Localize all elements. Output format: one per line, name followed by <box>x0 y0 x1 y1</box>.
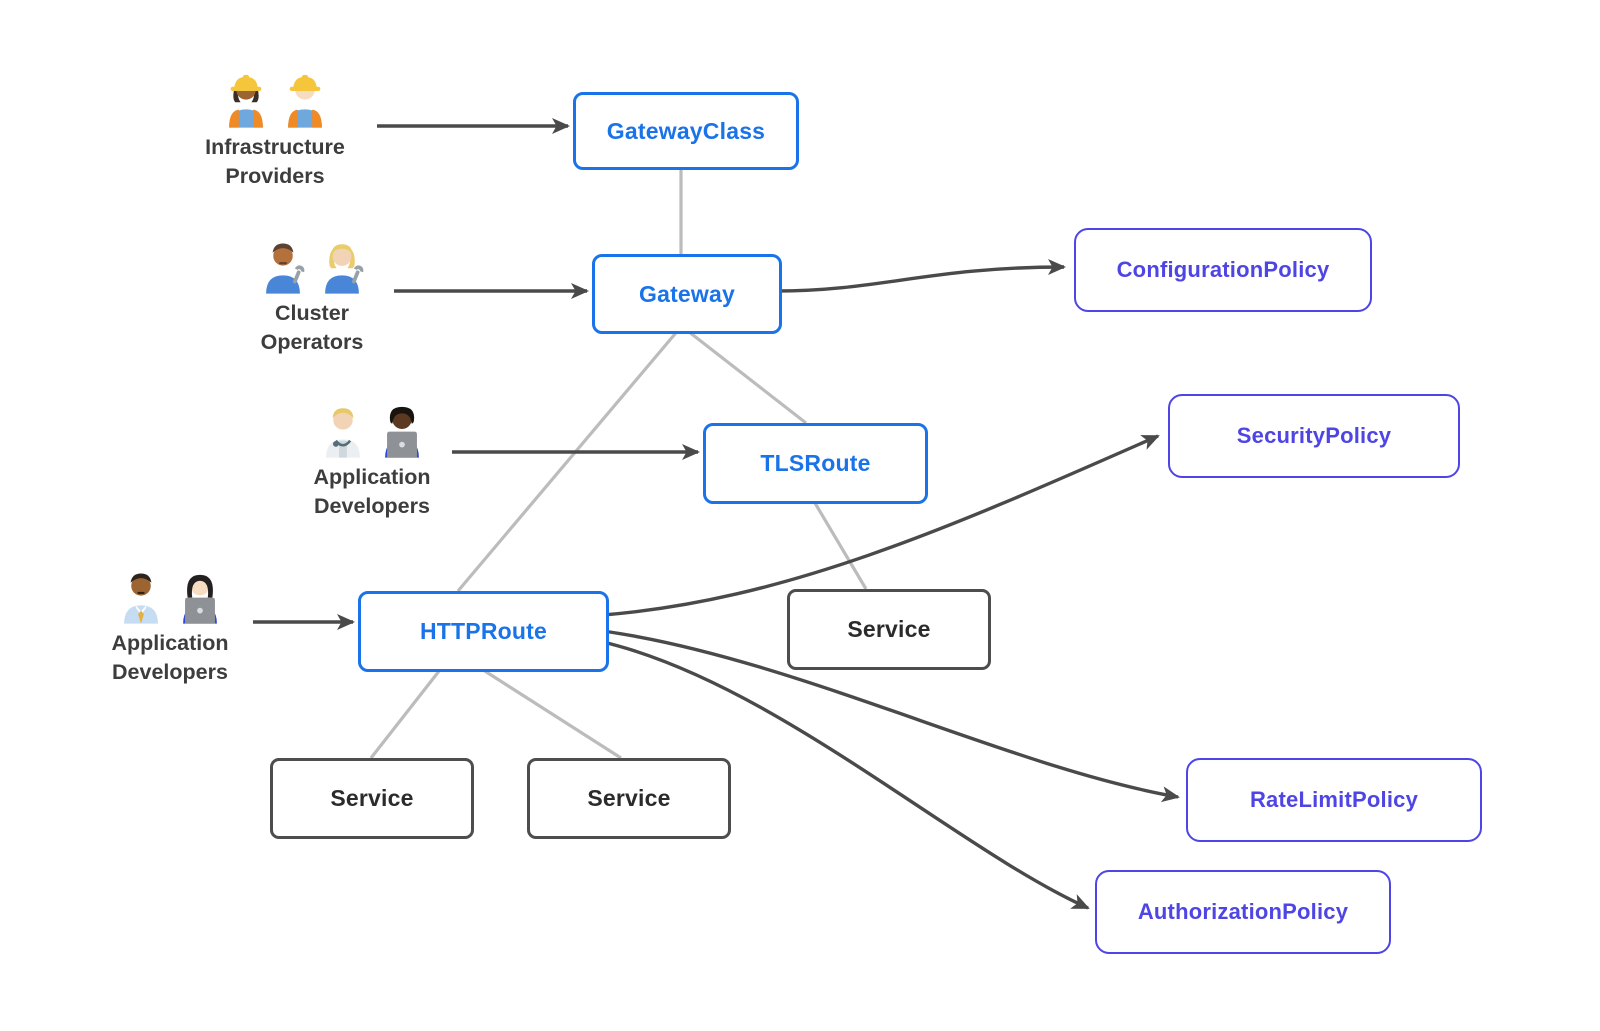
woman-technologist-icon <box>182 574 217 624</box>
persona-label-line2: Developers <box>112 660 228 684</box>
man-mechanic-icon <box>265 243 304 294</box>
node-service-right: Service <box>527 758 731 839</box>
woman-mechanic-icon <box>324 244 363 294</box>
office-worker-icon <box>123 573 158 624</box>
node-authorizationpolicy: AuthorizationPolicy <box>1095 870 1391 954</box>
edge-gateway-to-tlsroute <box>683 326 807 425</box>
arrow-httproute-to-securitypolicy <box>602 434 1160 617</box>
persona-label: Cluster Operators <box>261 299 364 357</box>
persona-cluster-operators: Cluster Operators <box>212 236 412 357</box>
persona-label: Infrastructure Providers <box>205 133 345 191</box>
node-authorizationpolicy-label: AuthorizationPolicy <box>1137 899 1349 924</box>
persona-icons <box>115 566 226 624</box>
node-ratelimitpolicy-label: RateLimitPolicy <box>1249 787 1419 812</box>
persona-label-line2: Operators <box>260 330 364 354</box>
node-gateway-label: Gateway <box>638 280 735 307</box>
arrow-httproute-to-ratelimitpolicy <box>602 629 1180 803</box>
arrow-gateway-to-configurationpolicy <box>775 259 1066 293</box>
man-technologist-icon <box>384 406 419 458</box>
node-httproute-label: HTTPRoute <box>419 618 547 644</box>
persona-icons <box>220 70 331 128</box>
node-service-middle: Service <box>787 589 991 670</box>
persona-icons <box>317 400 428 458</box>
persona-label-line1: Cluster <box>274 301 350 325</box>
node-securitypolicy: SecurityPolicy <box>1168 394 1460 478</box>
persona-label-line1: Application <box>111 631 229 655</box>
health-worker-icon <box>325 408 360 458</box>
node-service-label: Service <box>587 785 671 811</box>
persona-label-line1: Infrastructure <box>205 135 345 159</box>
edge-httproute-to-service-left <box>369 665 445 759</box>
node-service-label: Service <box>330 785 414 811</box>
persona-label-line2: Developers <box>314 494 430 518</box>
node-tlsroute-label: TLSRoute <box>760 450 871 476</box>
node-gateway: Gateway <box>592 254 782 334</box>
persona-label: Application Developers <box>111 629 228 687</box>
woman-construction-worker-icon <box>228 74 263 128</box>
node-configurationpolicy: ConfigurationPolicy <box>1074 228 1372 312</box>
persona-application-developers-tls: Application Developers <box>272 400 472 521</box>
edge-httproute-to-service-right <box>476 664 622 760</box>
node-service-label: Service <box>847 616 931 642</box>
node-configurationpolicy-label: ConfigurationPolicy <box>1116 257 1330 282</box>
persona-icons <box>257 236 368 294</box>
edge-tlsroute-to-service <box>810 497 868 590</box>
node-gatewayclass: GatewayClass <box>573 92 799 170</box>
persona-application-developers-http: Application Developers <box>70 566 270 687</box>
persona-label-line2: Providers <box>225 164 325 188</box>
persona-label: Application Developers <box>313 463 430 521</box>
node-securitypolicy-label: SecurityPolicy <box>1236 423 1392 448</box>
persona-infrastructure-providers: Infrastructure Providers <box>175 70 375 191</box>
node-ratelimitpolicy: RateLimitPolicy <box>1186 758 1482 842</box>
node-httproute: HTTPRoute <box>358 591 609 672</box>
node-tlsroute: TLSRoute <box>703 423 928 504</box>
edge-gateway-to-httproute <box>456 326 682 593</box>
man-construction-worker-icon <box>287 74 322 128</box>
node-service-left: Service <box>270 758 474 839</box>
node-gatewayclass-label: GatewayClass <box>606 117 766 144</box>
arrow-httproute-to-authorizationpolicy <box>602 640 1090 910</box>
persona-label-line1: Application <box>313 465 431 489</box>
